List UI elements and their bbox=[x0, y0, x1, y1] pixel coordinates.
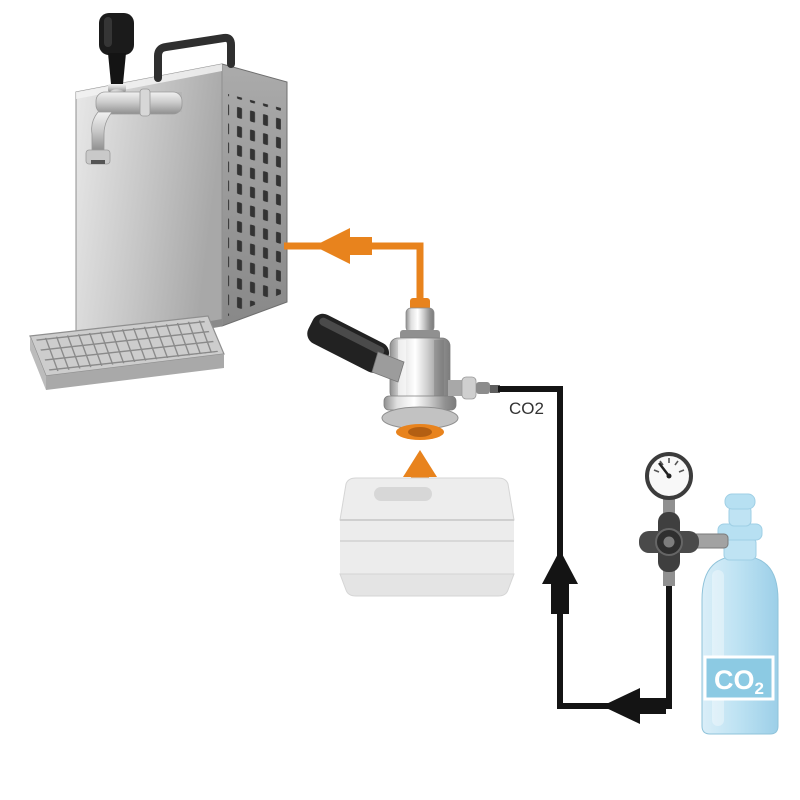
keg bbox=[339, 477, 515, 597]
faucet-ring bbox=[139, 88, 151, 117]
tap-handle-highlight bbox=[104, 17, 112, 47]
beer-dispenser bbox=[29, 13, 288, 390]
cylinder-highlight bbox=[712, 570, 724, 726]
coupler-lever-highlight bbox=[319, 317, 385, 355]
cylinder-label-co: CO bbox=[714, 665, 755, 695]
pressure-regulator bbox=[639, 452, 729, 586]
cylinder-label-sub2: 2 bbox=[755, 679, 764, 698]
pressure-gauge bbox=[645, 452, 693, 500]
regulator-knob bbox=[639, 512, 699, 572]
carrying-handle bbox=[154, 33, 235, 82]
co2-line-label: CO2 bbox=[509, 399, 544, 418]
drip-tray-front bbox=[46, 354, 224, 390]
gauge-stem bbox=[663, 496, 675, 516]
gauge-needle-pivot bbox=[666, 473, 672, 479]
co2-port-neck bbox=[448, 380, 464, 396]
gauge-tick-1 bbox=[653, 469, 660, 473]
coupler-lever-arm bbox=[371, 351, 405, 383]
cylinder-valve bbox=[717, 493, 763, 561]
keg-body bbox=[340, 520, 514, 574]
co2-port-barb bbox=[476, 382, 490, 394]
gauge-tick-4 bbox=[674, 460, 679, 466]
tap-handle-collar bbox=[108, 84, 126, 92]
vent-grille bbox=[228, 94, 281, 316]
knob-hub-center bbox=[663, 536, 675, 548]
cylinder-label-box bbox=[703, 655, 775, 701]
keg-handle-slot bbox=[374, 487, 432, 501]
tap-handle-stem bbox=[108, 53, 126, 84]
faucet-body bbox=[95, 91, 183, 115]
beer-flow-arrow-left-shaft bbox=[348, 237, 372, 255]
keg-bottom-chime bbox=[339, 573, 515, 597]
coupler-probe bbox=[405, 307, 435, 333]
keg-coupler bbox=[307, 298, 500, 440]
co2-flow-arrow-left-shaft bbox=[638, 698, 666, 714]
co2-cylinder-label: CO2 bbox=[703, 655, 775, 701]
cylinder-label-text: CO2 bbox=[714, 665, 764, 698]
drip-tray-grate bbox=[36, 320, 218, 372]
coupler-beer-fitting bbox=[410, 298, 430, 310]
beer-flow-arrow-left bbox=[314, 228, 350, 264]
drip-tray bbox=[29, 315, 225, 390]
coupler-co2-port bbox=[448, 376, 500, 400]
coupler-lever bbox=[307, 313, 405, 383]
valve-shoulder bbox=[723, 537, 757, 561]
co2-port-tip bbox=[490, 385, 500, 393]
coupler-body-shade bbox=[434, 340, 444, 398]
coupler-lever-blade bbox=[307, 313, 390, 373]
coupler-base-seal-inner bbox=[408, 427, 432, 437]
co2-flow-arrow-up-shaft bbox=[551, 582, 569, 614]
coupler-collar bbox=[400, 330, 440, 340]
gauge-needle bbox=[658, 462, 670, 477]
gauge-tick-2 bbox=[659, 460, 664, 466]
co2-cylinder: CO2 bbox=[701, 493, 779, 735]
co2-flow-arrow-up bbox=[542, 550, 578, 584]
faucet bbox=[85, 88, 183, 165]
co2-port-nut bbox=[461, 376, 477, 400]
drip-tray-left-side bbox=[30, 336, 46, 390]
co2-line: CO2 bbox=[498, 386, 672, 724]
co2-flow-arrow-left bbox=[602, 688, 640, 724]
faucet-spout-opening bbox=[91, 160, 105, 164]
gauge-tick-5 bbox=[678, 469, 685, 473]
beer-flow-arrow-up bbox=[403, 450, 437, 477]
valve-knob bbox=[724, 493, 756, 510]
co2-hose bbox=[498, 386, 672, 709]
regulator-outlet bbox=[663, 568, 675, 586]
